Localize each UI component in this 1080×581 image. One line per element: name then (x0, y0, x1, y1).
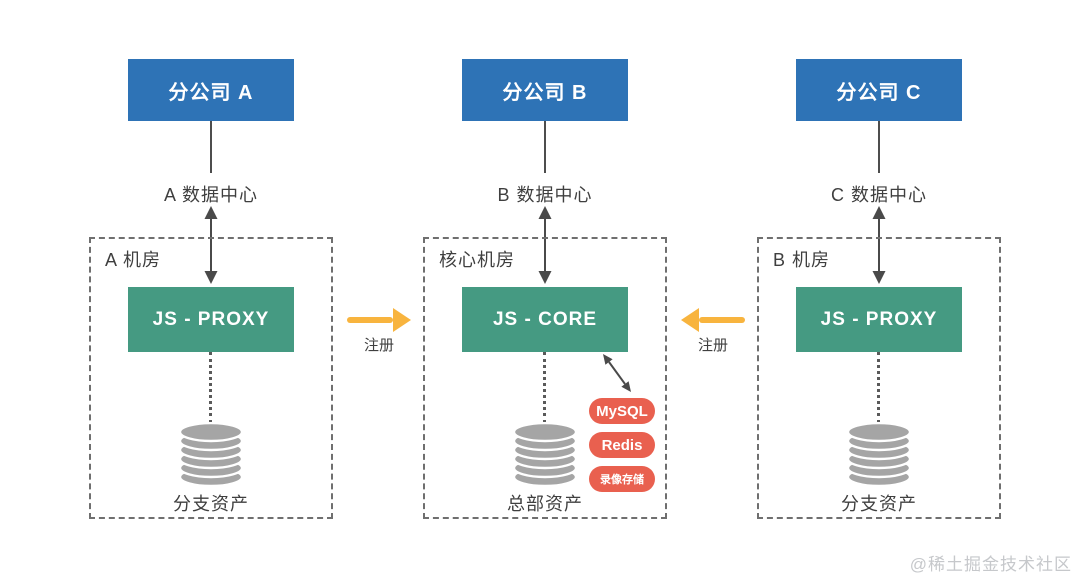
dotted-connector-core (543, 352, 546, 423)
room-label-a: A 机房 (105, 250, 162, 270)
connector-line-b (544, 121, 546, 173)
room-label-b: B 机房 (773, 250, 831, 270)
bidirectional-arrow-icon (872, 206, 886, 284)
company-box-b: 分公司 B (462, 59, 628, 121)
company-label-a: 分公司 A (168, 81, 254, 104)
datacenter-label-a: A 数据中心 (163, 185, 258, 205)
room-box-b (757, 237, 1001, 519)
node-label-b: JS - PROXY (820, 308, 938, 330)
storage-label-redis: Redis (601, 436, 643, 454)
room-box-a (89, 237, 333, 519)
datacenter-label-c: C 数据中心 (831, 185, 927, 205)
storage-label-mysql: MySQL (596, 402, 648, 420)
asset-label-a: 分支资产 (173, 494, 249, 514)
asset-label-b: 分支资产 (841, 494, 917, 514)
node-label-core: JS - CORE (492, 308, 598, 330)
column-branch-b: 分公司 C C 数据中心 B 机房 JS - PROXY 分支资产 (757, 0, 1001, 581)
room-box-core (423, 237, 667, 519)
database-cylinder-icon (178, 422, 244, 488)
register-label-right: 注册 (697, 337, 728, 354)
node-label-a: JS - PROXY (152, 308, 270, 330)
bidirectional-arrow-icon (538, 206, 552, 284)
register-arrow-left-icon (681, 308, 745, 332)
asset-label-core: 总部资产 (507, 494, 583, 514)
database-cylinder-icon (512, 422, 578, 488)
column-branch-a: 分公司 A A 数据中心 A 机房 JS - PROXY 分支资产 (89, 0, 333, 581)
connector-line-a (210, 121, 212, 173)
company-label-b: 分公司 B (502, 81, 588, 104)
register-label-left: 注册 (363, 337, 394, 354)
company-box-a: 分公司 A (128, 59, 294, 121)
datacenter-label-b: B 数据中心 (497, 185, 593, 205)
watermark: @稀土掘金技术社区 (909, 555, 1072, 574)
column-core: 分公司 B B 数据中心 核心机房 JS - CORE 总部资产 (423, 0, 667, 581)
dotted-connector-b (877, 352, 880, 423)
storage-pill-redis: Redis (589, 432, 655, 458)
node-box-js-proxy-a: JS - PROXY (128, 287, 294, 352)
company-label-c: 分公司 C (836, 81, 922, 104)
core-storage-arrow-icon (603, 354, 631, 392)
database-cylinder-icon (846, 422, 912, 488)
room-label-core: 核心机房 (439, 250, 515, 270)
storage-pill-mysql: MySQL (589, 398, 655, 424)
storage-pill-video: 录像存储 (589, 466, 655, 492)
company-box-c: 分公司 C (796, 59, 962, 121)
connector-line-c (878, 121, 880, 173)
storage-label-video: 录像存储 (600, 474, 644, 486)
dotted-connector-a (209, 352, 212, 423)
node-box-js-proxy-b: JS - PROXY (796, 287, 962, 352)
node-box-js-core: JS - CORE (462, 287, 628, 352)
register-arrow-right-icon (347, 308, 411, 332)
bidirectional-arrow-icon (204, 206, 218, 284)
